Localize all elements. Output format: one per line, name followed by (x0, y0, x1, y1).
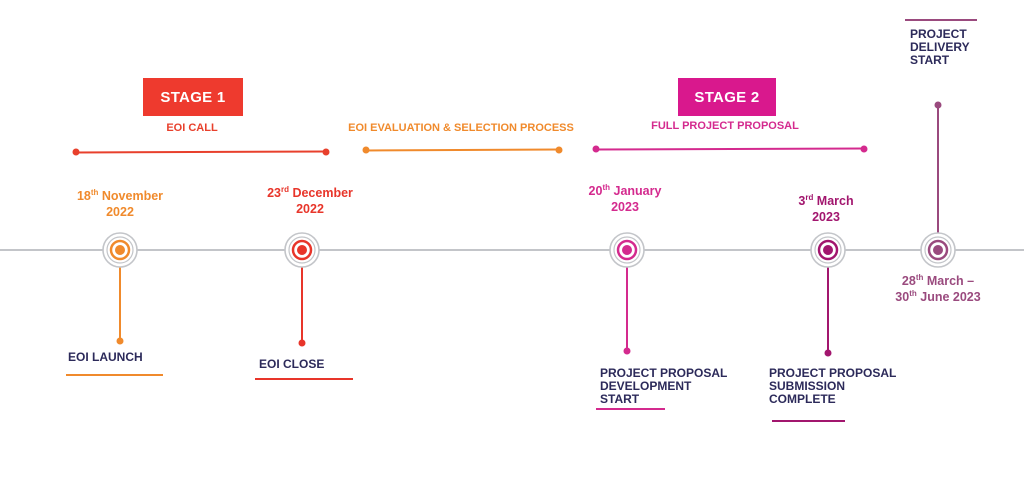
phase-range-end-dot-3 (860, 145, 868, 153)
milestone-core-1 (115, 245, 125, 255)
phase-range-start-dot-3 (592, 145, 600, 153)
event-label-proposal-submission-complete: PROJECT PROPOSAL SUBMISSION COMPLETE (769, 366, 897, 407)
stage-1-label: STAGE 1 (160, 88, 226, 106)
milestone-date-1: 18th November 2022 (76, 187, 164, 219)
event-label-proposal-development-start: PROJECT PROPOSAL DEVELOPMENT START (600, 366, 728, 407)
stage-2-box: STAGE 2 (678, 78, 776, 116)
stage-2-label: STAGE 2 (694, 88, 760, 106)
phase-range-end-dot-2 (555, 146, 563, 154)
event-label-project-delivery-start: PROJECT DELIVERY START (910, 27, 970, 68)
milestone-stem-dot-4 (824, 349, 832, 357)
milestone-date-4: 3rd March 2023 (798, 192, 854, 224)
event-label-eoi-close: EOI CLOSE (259, 357, 325, 371)
milestone-core-4 (823, 245, 833, 255)
phase-range-end-dot-1 (322, 148, 330, 156)
event-label-eoi-launch: EOI LAUNCH (68, 350, 143, 364)
phase-range-start-dot-2 (362, 146, 370, 154)
milestone-stem-dot-3 (623, 347, 631, 355)
milestone-core-3 (622, 245, 632, 255)
milestone-stem-dot-2 (298, 339, 306, 347)
milestone-stem-dot-1 (116, 337, 124, 345)
milestone-date-5: 28th March – 30th June 2023 (895, 272, 981, 304)
stage-1-box: STAGE 1 (143, 78, 243, 116)
phase-range-bar-3 (595, 147, 865, 151)
phase-range-start-dot-1 (72, 148, 80, 156)
phase-range-bar-1 (75, 150, 327, 154)
milestone-date-2: 23rd December 2022 (267, 184, 353, 216)
milestone-date-3: 20th January 2023 (588, 182, 662, 214)
phase-range-bar-2 (365, 148, 560, 152)
phase-label-full-project-proposal: FULL PROJECT PROPOSAL (651, 120, 799, 132)
phase-label-eoi-evaluation: EOI EVALUATION & SELECTION PROCESS (348, 122, 574, 134)
phase-label-eoi-call: EOI CALL (166, 122, 218, 134)
milestone-core-2 (297, 245, 307, 255)
milestone-core-5 (933, 245, 943, 255)
milestone-stem-dot-5 (934, 101, 942, 109)
